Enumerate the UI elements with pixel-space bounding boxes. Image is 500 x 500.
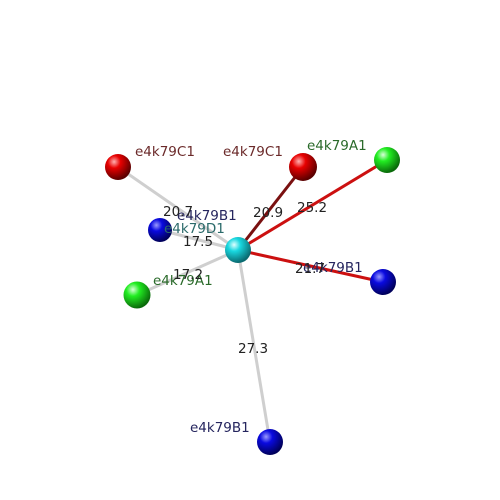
atom-b1-bottom [257,429,283,455]
label-b1-near: e4k79B1 [177,208,237,224]
atom-c1-right [289,153,317,181]
bond-b1-near [159,228,239,252]
atom-a1-left [123,281,151,309]
bond-b1-right [237,248,384,284]
atom-b1-right [370,269,396,295]
label-c1-right: e4k79C1 [223,144,283,160]
bond-a1-left [136,248,239,297]
label-center: e4k79D1 [164,221,225,237]
bond-a1-right [237,158,388,252]
atom-b1-near [148,218,172,242]
distance-b1-bottom: 27.3 [238,341,268,357]
distance-c1-right: 20.9 [253,205,283,221]
atom-a1-right [374,147,400,173]
label-c1-left: e4k79C1 [135,144,195,160]
label-b1-right: e4k79B1 [303,260,363,276]
distance-c1-left: 20.7 [163,204,193,220]
distance-a1-right: 25.2 [297,200,327,216]
label-b1-bottom: e4k79B1 [190,420,250,436]
bond-c1-left [117,165,239,252]
distance-a1-left: 17.2 [173,267,203,283]
bond-c1-right [236,166,305,251]
distance-b1-near: 17.5 [183,234,213,250]
bond-b1-bottom [236,249,272,443]
label-a1-left: e4k79A1 [153,273,213,289]
atom-c1-left [105,154,131,180]
distance-b1-right: 21.7 [295,261,325,277]
atom-center [225,237,251,263]
label-a1-right: e4k79A1 [307,138,367,154]
